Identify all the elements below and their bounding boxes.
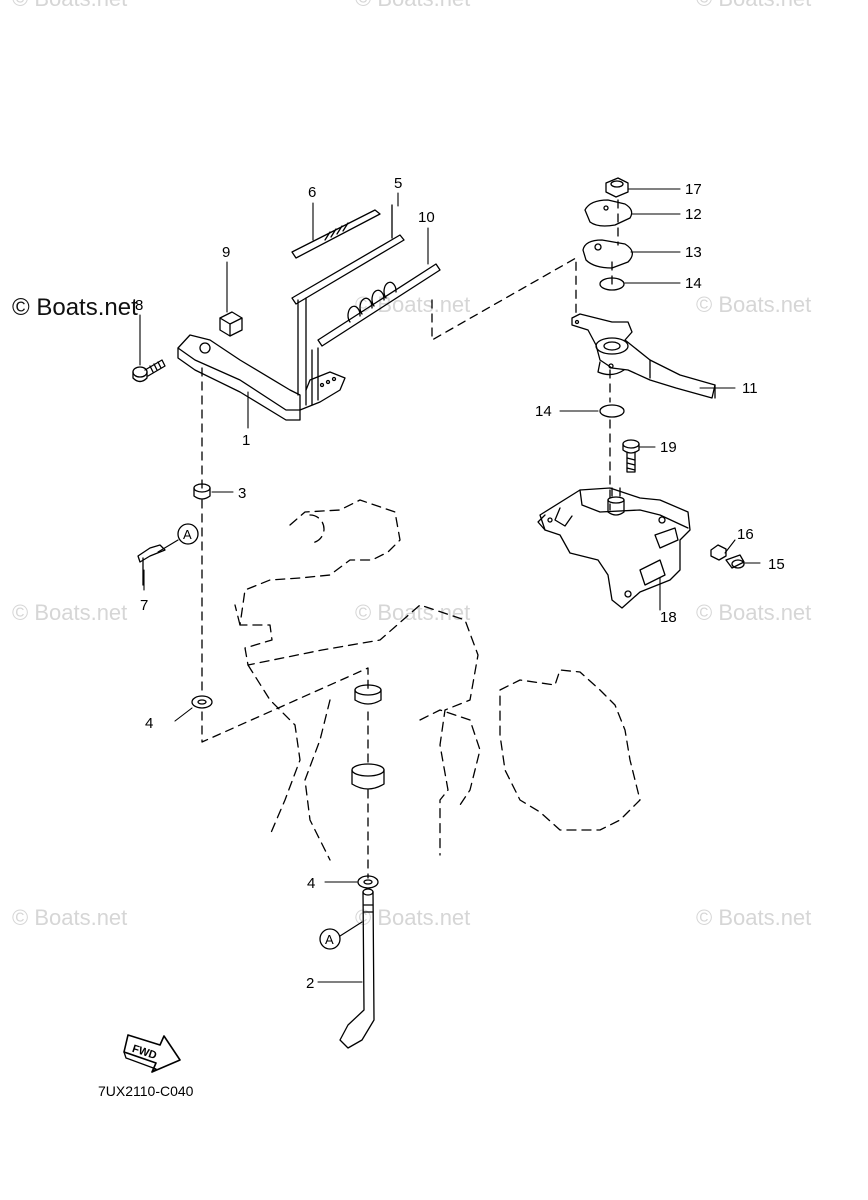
part-number: 7 [140, 597, 148, 614]
part-number: 9 [222, 244, 230, 261]
part-number: 10 [418, 209, 435, 226]
main-watermark: © Boats.net [12, 294, 138, 321]
collar-3 [193, 483, 211, 500]
part-number: 11 [742, 380, 758, 397]
spring-rod-10 [317, 263, 441, 347]
washer-4a [191, 695, 213, 709]
part-number: 4 [307, 875, 315, 892]
watermark: © Boats.net [696, 0, 811, 12]
engine-outline [234, 499, 641, 861]
part-number: 15 [768, 556, 785, 573]
watermark: © Boats.net [355, 905, 471, 930]
part-number: 18 [660, 609, 677, 626]
fwd-arrow-icon [123, 1034, 181, 1073]
part-number: 4 [145, 715, 153, 732]
leader-lines [139, 188, 761, 983]
watermark: © Boats.net [12, 905, 128, 930]
nut-9 [219, 311, 243, 337]
watermark: © Boats.net [12, 0, 127, 12]
washer-14b [599, 404, 625, 418]
bolt-15 [725, 554, 745, 569]
part-number: 5 [394, 175, 402, 192]
part-number: 14 [685, 275, 702, 292]
part-number: 17 [685, 181, 702, 198]
diagram-code: 7UX2110-C040 [98, 1083, 194, 1099]
bolt-19 [622, 439, 640, 473]
part-number: 12 [685, 206, 702, 223]
lever-bracket [177, 297, 346, 421]
washer-14a [599, 277, 625, 291]
watermark: © Boats.net [696, 600, 812, 625]
plate-13 [582, 239, 633, 269]
washer-4b [357, 875, 379, 889]
watermark: © Boats.net [696, 905, 812, 930]
bracket-18 [537, 487, 691, 609]
part-number: 1 [242, 432, 250, 449]
lever-arm-11 [571, 313, 716, 399]
watermark: © Boats.net [355, 600, 471, 625]
nut-17 [605, 177, 629, 198]
part-number: 14 [535, 403, 552, 420]
part-number: 2 [306, 975, 314, 992]
shaft-2 [339, 888, 375, 1049]
part-number: 8 [135, 297, 143, 314]
part-number: 6 [308, 184, 316, 201]
callout-a-circle [177, 523, 199, 545]
spring-rod-6 [291, 209, 381, 259]
part-number: 13 [685, 244, 702, 261]
part-number: 3 [238, 485, 246, 502]
watermark: © Boats.net [12, 600, 128, 625]
part-number: 16 [737, 526, 754, 543]
clip-7 [137, 544, 166, 586]
watermark: © Boats.net [696, 292, 812, 317]
watermark: © Boats.net [355, 0, 470, 12]
plate-12 [584, 199, 633, 227]
part-number: 19 [660, 439, 677, 456]
nut-16 [710, 544, 727, 561]
bolt-8 [132, 359, 166, 383]
callout-a-circle [319, 928, 341, 950]
callout-a-label: A [325, 932, 334, 947]
rod-5 [291, 204, 405, 305]
callout-a-label: A [183, 527, 192, 542]
cable-path [201, 199, 619, 879]
